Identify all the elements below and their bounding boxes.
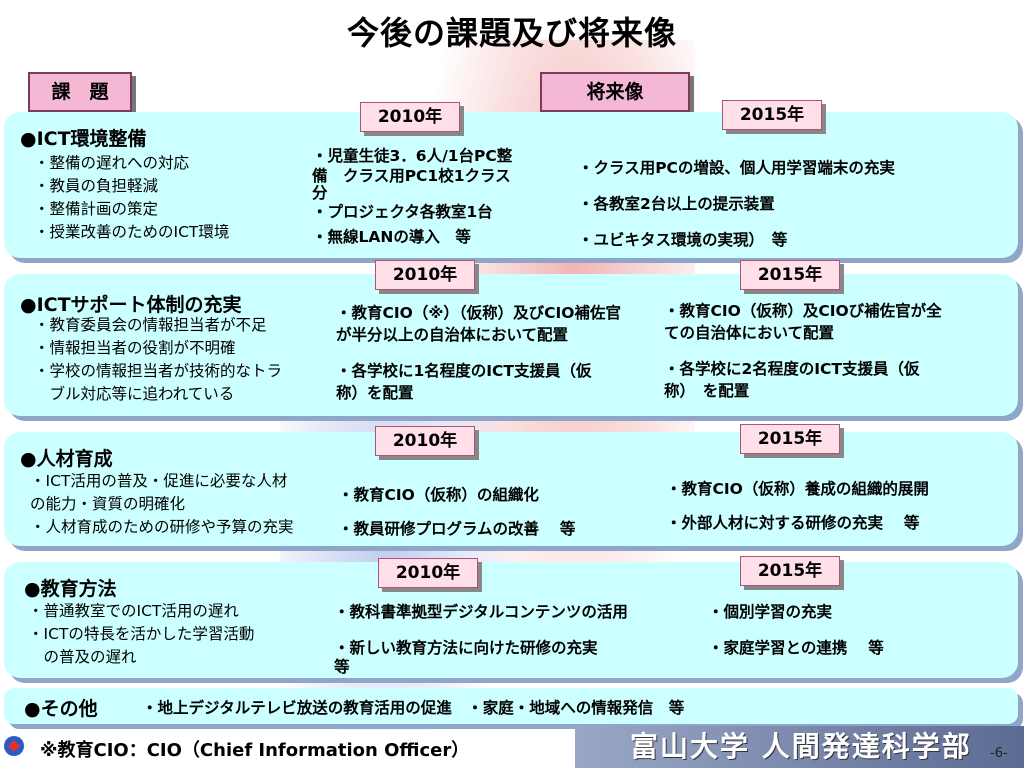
plan-2015-list: ・教育CIO（仮称）及CIOび補佐官が全 ての自治体において配置 ・各学校に2名… [664,300,942,402]
plan-item: ・ユビキタス環境の実現） 等 [578,231,788,249]
plan-item: 称）を配置 [336,384,414,402]
year-2015-badge: 2015年 [740,260,840,290]
plan-2015-list: ・クラス用PCの増設、個人用学習端末の充実 ・各教室2台以上の提示装置 ・ユビキ… [578,150,895,258]
section-ict-support [4,274,1018,416]
section-heading: ●ICT環境整備 [20,128,147,150]
plan-item: ・児童生徒3．6人/1台PC整 [312,147,513,165]
plan-2010-list: ・教育CIO（※）（仮称）及びCIO補佐官 が半分以上の自治体において配置 ・各… [336,302,621,404]
plan-item: ・各学校に1名程度のICT支援員（仮 [336,362,592,380]
plan-item: ・無線LANの導入 等 [312,228,471,246]
issue-item: ・整備計画の策定 [34,200,159,218]
plan-item: ・新しい教育方法に向けた研修の充実 [334,639,598,657]
plan-item: ・教育CIO（仮称）養成の組織的展開 [666,480,929,498]
plan-item: ・教育CIO（仮称）の組織化 [338,486,539,504]
issue-item: ・教員の負担軽減 [34,177,159,195]
footer-bar [575,726,1024,768]
plan-item: 等 [334,658,350,676]
other-heading: ●その他 [24,698,98,720]
plan-2015-list: ・個別学習の充実 ・家庭学習との連携 等 [708,600,884,660]
plan-item: ・個別学習の充実 [708,603,833,621]
plan-item: ・外部人材に対する研修の充実 等 [666,514,920,532]
issue-item: ・授業改善のためのICT環境 [34,223,230,241]
plan-item: が半分以上の自治体において配置 [336,326,569,344]
plan-item: 備 クラス用PC1校1クラス [312,167,511,185]
issue-list: ・教育委員会の情報担当者が不足 ・情報担当者の役割が不明確 ・学校の情報担当者が… [34,314,282,406]
section-ict-environment [4,112,1018,258]
year-2015-badge: 2015年 [722,100,822,130]
issue-item: ・教育委員会の情報担当者が不足 [34,316,267,334]
year-2010-badge: 2010年 [375,260,475,290]
plan-2010-list: ・児童生徒3．6人/1台PC整 備 クラス用PC1校1クラス 分 ・プロジェクタ… [312,146,512,250]
page-number: -6- [990,746,1008,761]
future-header: 将来像 [540,72,690,112]
plan-2010-list: ・教育CIO（仮称）の組織化 ・教員研修プログラムの改善 等 [338,478,575,546]
year-2015-badge: 2015年 [740,424,840,454]
plan-item: ・クラス用PCの増設、個人用学習端末の充実 [578,159,895,177]
plan-item: ・家庭学習との連携 等 [708,639,884,657]
year-2010-badge: 2010年 [378,558,478,588]
plan-2015-list: ・教育CIO（仮称）養成の組織的展開 ・外部人材に対する研修の充実 等 [666,472,929,540]
issue-item: ・情報担当者の役割が不明確 [34,339,236,357]
plan-item: ・各学校に2名程度のICT支援員（仮 [664,360,920,378]
plan-item: ・教科書準拠型デジタルコンテンツの活用 [334,603,628,621]
page-title: 今後の課題及び将来像 [346,14,677,52]
issue-item: ・人材育成のための研修や予算の充実 [30,518,294,536]
issue-item: ・普通教室でのICT活用の遅れ [28,602,239,620]
plan-2010-list: ・教科書準拠型デジタルコンテンツの活用 ・新しい教育方法に向けた研修の充実 等 [334,600,628,676]
plan-item: ・各教室2台以上の提示装置 [578,195,775,213]
plan-item: ・教員研修プログラムの改善 等 [338,520,576,538]
logo-icon [2,734,26,758]
issue-item: ・学校の情報担当者が技術的なトラ [34,362,283,380]
plan-item: ・プロジェクタ各教室1台 [312,203,493,221]
cio-note: ※教育CIO：CIO（Chief Information Officer） [40,740,470,761]
section-other [4,688,1018,724]
issue-list: ・普通教室でのICT活用の遅れ ・ICTの特長を活かした学習活動 の普及の遅れ [28,600,254,669]
issue-item: ・ICTの特長を活かした学習活動 [28,625,255,643]
year-2010-badge: 2010年 [360,102,460,132]
plan-item: ・教育CIO（仮称）及CIOび補佐官が全 [664,302,942,320]
issues-header: 課 題 [28,72,132,112]
issue-item: の能力・資質の明確化 [30,495,186,513]
section-heading: ●人材育成 [20,448,113,470]
section-heading: ●ICTサポート体制の充実 [20,294,242,316]
other-text: ・地上デジタルテレビ放送の教育活用の促進 ・家庭・地域への情報発信 等 [142,699,685,717]
section-teaching-methods [4,562,1018,678]
issue-item: の普及の遅れ [28,648,137,666]
issue-list: ・ICT活用の普及・促進に必要な人材 の能力・資質の明確化 ・人材育成のための研… [30,470,294,539]
section-heading: ●教育方法 [24,578,117,600]
university-name: 富山大学 人間発達科学部 [630,730,972,763]
plan-item: ての自治体において配置 [664,324,835,342]
year-2010-badge: 2010年 [375,426,475,456]
plan-item: 分 [312,184,328,202]
issue-list: ・整備の遅れへの対応 ・教員の負担軽減 ・整備計画の策定 ・授業改善のためのIC… [34,152,229,244]
section-human-resources [4,432,1018,546]
plan-item: 称） を配置 [664,382,750,400]
plan-item: ・教育CIO（※）（仮称）及びCIO補佐官 [336,304,621,322]
issue-item: ブル対応等に追われている [34,385,235,403]
issue-item: ・整備の遅れへの対応 [34,154,190,172]
issue-item: ・ICT活用の普及・促進に必要な人材 [30,472,288,490]
year-2015-badge: 2015年 [740,556,840,586]
